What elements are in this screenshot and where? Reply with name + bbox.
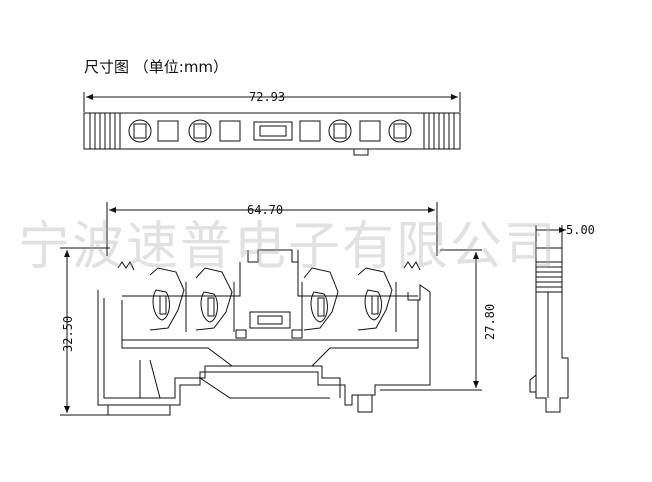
top-view-body xyxy=(84,113,460,149)
side-ribs xyxy=(536,262,562,292)
right-ribs xyxy=(424,113,454,149)
top-width-label: 72.93 xyxy=(249,90,285,104)
side-view xyxy=(530,225,568,412)
top-view xyxy=(84,92,460,155)
top-openings xyxy=(129,120,411,142)
left-clamps xyxy=(118,262,234,332)
drawing-title: 尺寸图 （单位:mm） xyxy=(84,58,229,76)
company-watermark: 宁波速普电子有限公司 xyxy=(18,217,559,277)
housing-outline xyxy=(98,285,430,405)
side-view-outline xyxy=(536,248,568,412)
total-height-label: 32.50 xyxy=(61,316,75,352)
left-ribs xyxy=(90,113,120,149)
inner-width-label: 64.70 xyxy=(247,203,283,217)
right-clamps xyxy=(302,262,420,332)
front-view xyxy=(60,202,482,415)
inner-height-label: 27.80 xyxy=(483,304,497,340)
side-width-label: 5.00 xyxy=(566,223,595,237)
